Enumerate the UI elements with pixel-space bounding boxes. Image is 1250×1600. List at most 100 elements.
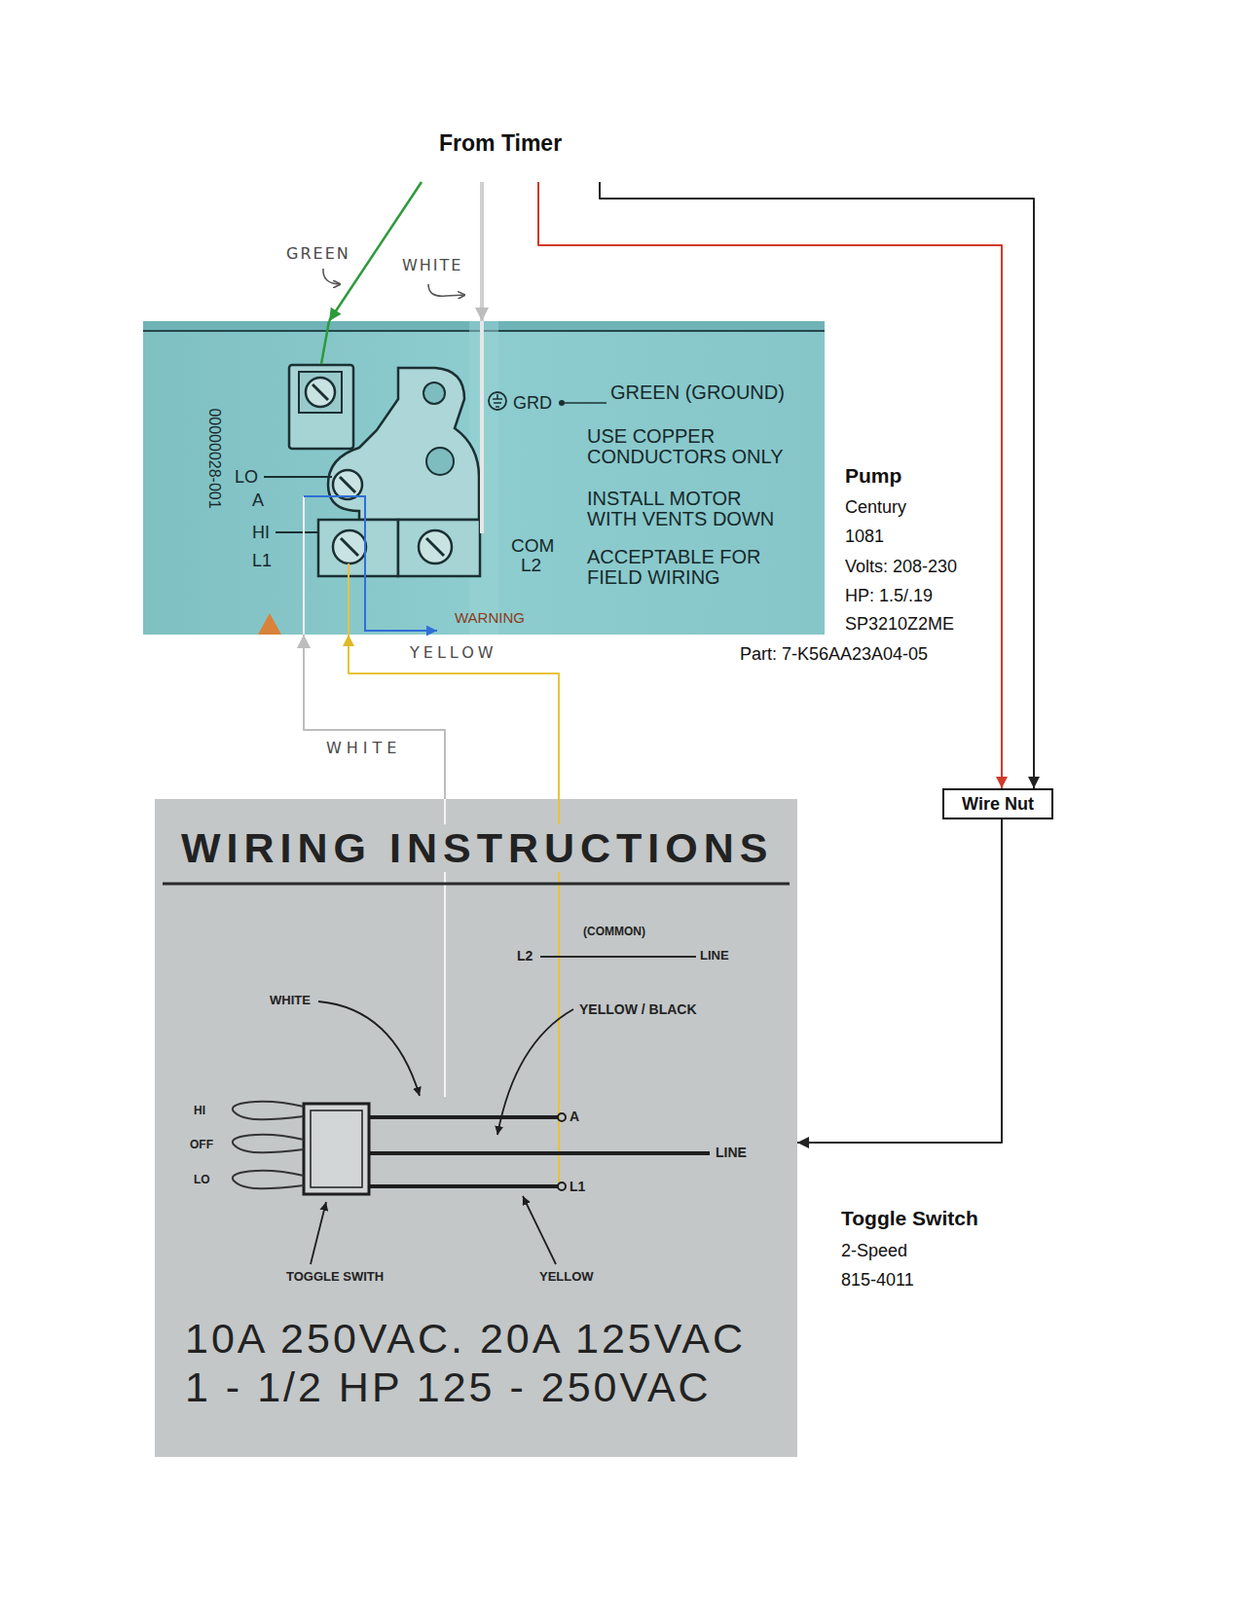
spec-line: 2-Speed (841, 1241, 908, 1262)
text-holder: WHITE (324, 739, 404, 758)
text-holder: L1 (569, 1178, 586, 1195)
terminal-label: L2 (520, 554, 542, 577)
part-label: TOGGLE SWITH (286, 1270, 384, 1286)
wire-continuation (321, 321, 330, 365)
panel-note: ACCEPTABLE FOR FIELD WIRING (587, 547, 782, 589)
switch-wiring-panel: WIRING INSTRUCTIONSL2(COMMON)LINEWHITEYE… (154, 799, 798, 1458)
ground-symbol (495, 405, 500, 408)
spec-line: 815-4011 (841, 1270, 915, 1291)
text-holder: LINE (699, 949, 730, 964)
terminal-plate (418, 530, 452, 564)
text-holder: A (252, 490, 264, 512)
text-holder: OFF (189, 1139, 214, 1153)
toggle-switch-symbol (303, 1103, 369, 1195)
text-holder: L2 (516, 948, 533, 964)
ground-terminal (298, 371, 342, 413)
text-holder: HI (252, 522, 270, 544)
text-holder: LINE (715, 1144, 747, 1161)
spec-heading: Toggle Switch (841, 1207, 979, 1231)
toggle-switch-symbol (557, 1113, 566, 1122)
wire-color-note: YELLOW (407, 644, 500, 662)
panel-note: GREEN (GROUND) (610, 381, 785, 405)
spec-line: SP3210Z2ME (845, 614, 955, 635)
wire-continuation (303, 321, 482, 635)
position-label: OFF (189, 1139, 214, 1153)
spec-line: Volts: 208-230 (845, 556, 957, 578)
toggle-switch-symbol (368, 1151, 710, 1156)
text-holder: SP3210Z2ME (845, 614, 955, 635)
spec-line: Century (845, 497, 907, 518)
text-holder: LO (193, 1174, 211, 1188)
text-holder: Pump (845, 464, 902, 488)
text-holder: 2-Speed (841, 1241, 908, 1262)
toggle-switch-symbol (232, 1135, 304, 1153)
leader-line (318, 1001, 420, 1097)
switch-wiring-label (154, 799, 798, 1458)
wire-connector (479, 182, 484, 322)
leader-line (522, 1196, 556, 1265)
pump-terminal-panel: 00000028-001LOAHIL1GRDGREEN (GROUND)USE … (143, 321, 825, 635)
terminal-plate (398, 519, 480, 577)
leader-line (310, 1202, 327, 1265)
common-line (540, 955, 697, 958)
terminal-label: L1 (569, 1178, 586, 1195)
text-holder: L1 (252, 551, 272, 572)
position-label: LO (193, 1174, 211, 1188)
wire-continuation (302, 496, 305, 635)
ground-symbol (488, 392, 507, 410)
text-holder: YELLOW / BLACK (579, 1001, 698, 1018)
text-holder: GREEN (GROUND) (610, 381, 785, 405)
terminal-plate (332, 470, 363, 500)
wire-connector (599, 182, 1034, 789)
terminal-label: HI (252, 522, 270, 544)
toggle-switch-symbol (232, 1102, 710, 1195)
ground-terminal (289, 365, 354, 449)
ground-terminal (289, 365, 354, 449)
terminal-label: L2 (516, 948, 533, 964)
wire-color-note: WHITE (324, 739, 404, 758)
rating-text: 1 - 1/2 HP 125 - 250VAC (184, 1363, 712, 1412)
terminal-leader (263, 476, 332, 478)
text-holder: 00000028-001 (205, 407, 223, 509)
wire-continuation (303, 496, 438, 631)
warning-symbol (257, 613, 282, 635)
text-holder: WIRING INSTRUCTIONS (181, 824, 773, 873)
text-holder: ACCEPTABLE FOR FIELD WIRING (587, 547, 782, 589)
warning-text: WARNING (454, 609, 525, 626)
text-holder: USE COPPER CONDUCTORS ONLY (587, 426, 807, 468)
handwritten-pointer (428, 284, 466, 296)
terminal-plate (318, 519, 399, 577)
text-holder: Wire Nut (961, 794, 1034, 815)
terminal-label: COM (511, 535, 554, 557)
toggle-switch-symbol (232, 1102, 304, 1120)
ground-symbol (492, 398, 503, 401)
timer-source: From Timer (413, 126, 622, 183)
box-label: Wire Nut (961, 794, 1034, 815)
terminal-plate (426, 538, 444, 556)
panel-note: USE COPPER CONDUCTORS ONLY (587, 426, 807, 468)
spec-line: HP: 1.5/.19 (845, 586, 933, 607)
wire-connector (538, 182, 1002, 789)
text-holder: YELLOW (407, 644, 500, 662)
terminal-label: GRD (513, 393, 552, 414)
text-holder: INSTALL MOTOR WITH VENTS DOWN (587, 488, 790, 530)
text-holder: 10A 250VAC. 20A 125VAC (184, 1315, 746, 1363)
heading-rule (162, 882, 790, 886)
spec-line: 1081 (845, 526, 884, 548)
ground-symbol (561, 402, 607, 405)
panel-note: INSTALL MOTOR WITH VENTS DOWN (587, 488, 790, 530)
wire-continuation (347, 563, 350, 635)
leader-line (497, 1009, 574, 1136)
toggle-switch-symbol (310, 1110, 363, 1188)
toggle-switch-symbol (368, 1184, 558, 1189)
text-holder: Century (845, 497, 907, 518)
text-holder: 1 - 1/2 HP 125 - 250VAC (184, 1363, 712, 1412)
text-holder: GRD (513, 393, 552, 414)
terminal-plate (426, 447, 454, 476)
text-holder: YELLOW (539, 1270, 594, 1286)
terminal-label: LINE (715, 1144, 747, 1161)
terminal-label: A (569, 1108, 580, 1125)
wire-color-note: WHITE (400, 257, 465, 275)
photo-ground (143, 321, 825, 635)
